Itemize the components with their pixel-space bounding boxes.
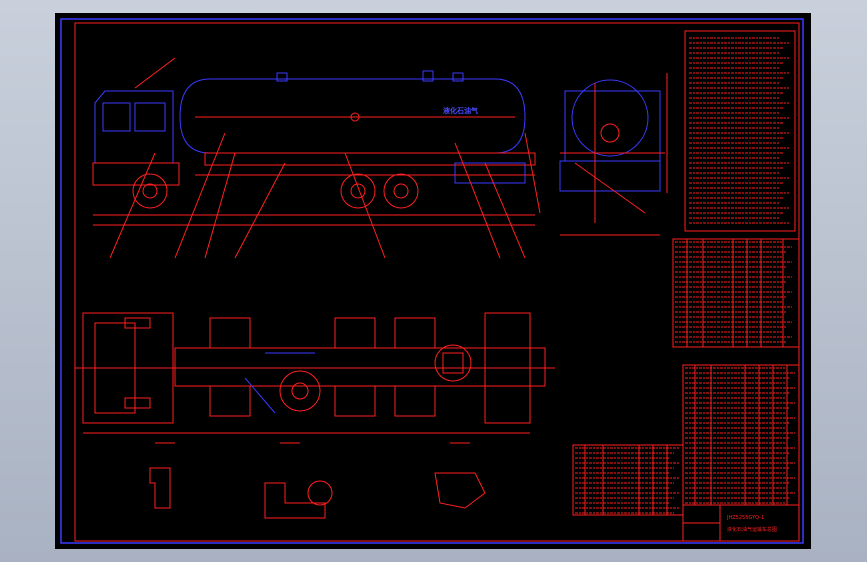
drawing-canvas: 液化石油气 [60, 18, 804, 544]
parts-table-lower [682, 364, 800, 506]
detail-views [149, 442, 486, 519]
side-wheels [132, 173, 419, 209]
technical-notes [684, 30, 796, 232]
title-block-code: JHZ5255GYQ-1 [726, 515, 764, 521]
parts-table-left [572, 444, 684, 516]
tank-label: 液化石油气 [443, 106, 478, 115]
tank-body [179, 78, 526, 154]
title-block-desc: 液化石油气运输车总图 [727, 526, 777, 533]
truck-cab [94, 90, 174, 164]
title-block: JHZ5255GYQ-1 液化石油气运输车总图 [682, 504, 800, 542]
plan-view [75, 312, 555, 434]
cad-viewport[interactable]: 液化石油气 [55, 13, 811, 549]
outer-border [60, 18, 804, 544]
end-view [559, 73, 668, 236]
side-view: 液化石油气 [92, 57, 541, 259]
parts-table-upper [672, 238, 800, 348]
